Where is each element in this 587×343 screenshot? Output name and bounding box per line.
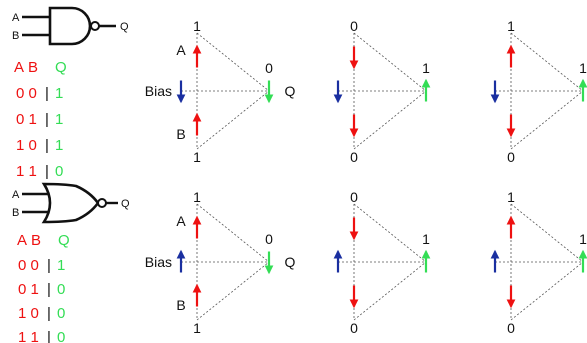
output-value: 0 [265, 231, 273, 247]
truth-row-sep: | [45, 137, 49, 154]
output-name: Q [285, 254, 296, 270]
input-b-connection [353, 90, 427, 150]
truth-row-output: 0 [55, 163, 63, 180]
truth-header-q: Q [58, 232, 70, 249]
truth-row-sep: | [47, 329, 51, 343]
nand-inversion-bubble [90, 21, 100, 31]
input-a-connection [196, 32, 270, 92]
output-value: 0 [265, 60, 273, 76]
nor-output-label: Q [121, 198, 130, 210]
input-b-connection [510, 261, 584, 321]
truth-row-inputs: 1 1 [16, 163, 37, 180]
truth-row-sep: | [45, 111, 49, 128]
nand-gate-body [48, 6, 92, 46]
truth-row-output: 0 [57, 305, 65, 322]
input-a-connection [353, 32, 427, 92]
input-b-value: 0 [507, 149, 515, 165]
nor-truth-table: A B Q 0 0 | 1 0 1 | 0 1 0 | 0 1 1 | 0 [17, 232, 70, 343]
nand-input-a-label: A [12, 12, 20, 24]
truth-row-sep: | [47, 281, 51, 298]
output-value: 1 [422, 60, 430, 76]
truth-header-b: B [28, 59, 38, 76]
truth-row-inputs: 1 0 [16, 137, 37, 154]
input-a-connection [510, 203, 584, 263]
truth-row-output: 1 [55, 85, 63, 102]
truth-row-inputs: 1 1 [18, 329, 39, 343]
nor-gate-body [41, 182, 100, 224]
truth-row-inputs: 1 0 [18, 305, 39, 322]
output-value: 1 [422, 231, 430, 247]
nor-gate-symbol: A B Q [12, 182, 130, 224]
bias-name: Bias [145, 83, 172, 99]
input-b-value: 0 [507, 320, 515, 336]
input-b-value: 1 [193, 149, 201, 165]
input-a-name: A [176, 213, 186, 229]
truth-row-sep: | [47, 305, 51, 322]
truth-header-b: B [31, 232, 41, 249]
input-a-value: 0 [350, 18, 358, 34]
truth-row-output: 1 [55, 111, 63, 128]
output-value: 1 [579, 231, 587, 247]
truth-row-output: 1 [57, 257, 65, 274]
nand-gate-symbol: A B Q [12, 6, 129, 46]
nor-inversion-bubble [97, 198, 107, 208]
input-a-value: 0 [350, 189, 358, 205]
input-a-value: 1 [507, 189, 515, 205]
output-value: 1 [579, 60, 587, 76]
truth-row-inputs: 0 1 [18, 281, 39, 298]
truth-row-inputs: 0 0 [16, 85, 37, 102]
input-a-value: 1 [507, 18, 515, 34]
input-a-connection [510, 32, 584, 92]
truth-header-q: Q [55, 59, 67, 76]
input-b-value: 0 [350, 149, 358, 165]
truth-row-inputs: 0 1 [16, 111, 37, 128]
input-b-connection [510, 90, 584, 150]
truth-row-output: 0 [57, 329, 65, 343]
input-a-value: 1 [193, 18, 201, 34]
nand-output-label: Q [120, 21, 129, 33]
truth-row-sep: | [45, 163, 49, 180]
truth-row-sep: | [47, 257, 51, 274]
bias-name: Bias [145, 254, 172, 270]
nor-input-a-label: A [12, 189, 20, 201]
input-b-name: B [176, 297, 185, 313]
nand-truth-table: A B Q 0 0 | 1 0 1 | 1 1 0 | 1 1 1 | 0 [14, 59, 67, 180]
input-b-name: B [176, 126, 185, 142]
input-b-value: 1 [193, 320, 201, 336]
output-name: Q [285, 83, 296, 99]
truth-row-output: 0 [57, 281, 65, 298]
input-b-connection [353, 261, 427, 321]
input-b-connection [196, 261, 270, 321]
input-a-connection [353, 203, 427, 263]
input-b-connection [196, 90, 270, 150]
truth-row-sep: | [45, 85, 49, 102]
input-a-name: A [176, 42, 186, 58]
input-a-connection [196, 203, 270, 263]
truth-row-inputs: 0 0 [18, 257, 39, 274]
nand-input-b-label: B [12, 30, 19, 42]
input-a-value: 1 [193, 189, 201, 205]
truth-header-a: A [14, 59, 24, 76]
input-b-value: 0 [350, 320, 358, 336]
truth-row-output: 1 [55, 137, 63, 154]
nor-input-b-label: B [12, 207, 19, 219]
truth-header-a: A [17, 232, 27, 249]
